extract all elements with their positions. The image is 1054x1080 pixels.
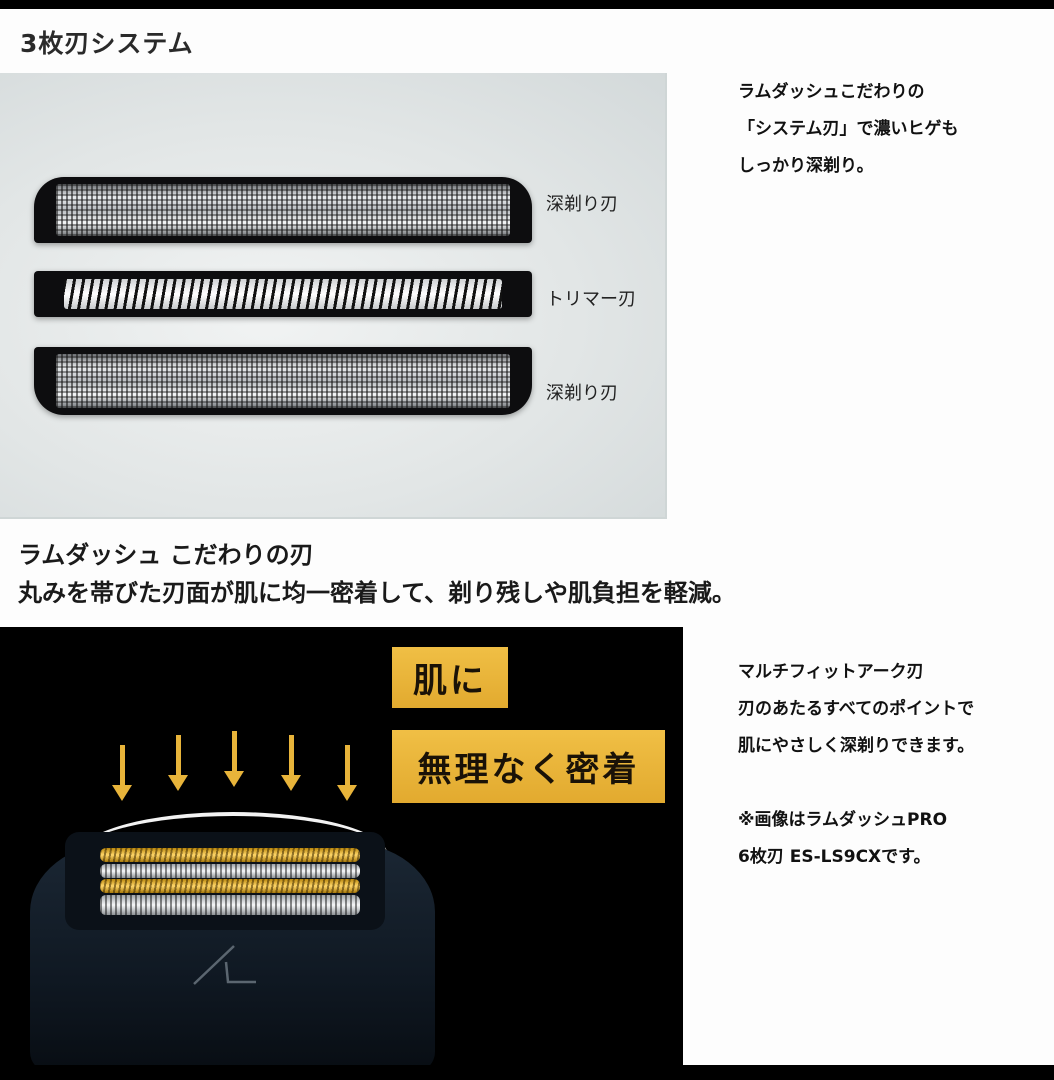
deep-shave-blade-top <box>34 177 532 243</box>
intro-line: しっかり深剃り。 <box>738 156 874 176</box>
image-note-line: ※画像はラムダッシュPRO <box>738 810 948 830</box>
blade-label-deep-bottom: 深剃り刃 <box>546 383 618 404</box>
lamdash-logo-icon <box>193 945 256 985</box>
feature-line: マルチフィットアーク刃 <box>738 662 924 682</box>
arrow-down-icon <box>337 745 357 801</box>
badge-skin: 肌に <box>392 647 508 708</box>
blade-foil-gold <box>100 879 360 893</box>
blade-label-trimmer: トリマー刃 <box>546 289 636 310</box>
heading-line-2: 丸みを帯びた刃面が肌に均一密着して、剃り残しや肌負担を軽減。 <box>18 579 736 607</box>
feature-line: 肌にやさしく深剃りできます。 <box>738 736 975 756</box>
badge-close-fit: 無理なく密着 <box>392 730 665 803</box>
section-title-3-blade-system: 3枚刃システム <box>20 29 194 58</box>
arrow-down-icon <box>224 731 244 787</box>
feature-line: 刃のあたるすべてのポイントで <box>738 699 975 719</box>
arrow-down-icon <box>281 735 301 791</box>
blade-foil-silver <box>100 864 360 878</box>
skin-contour-arc <box>78 812 388 856</box>
blade-label-deep-top: 深剃り刃 <box>546 194 618 215</box>
top-border <box>0 0 1054 9</box>
trimmer-blade <box>34 271 532 317</box>
shaver-head-image: 肌に 無理なく密着 <box>0 627 683 1065</box>
blade-foil-gold <box>100 848 360 862</box>
bottom-border <box>0 1065 1054 1080</box>
arrow-down-icon <box>168 735 188 791</box>
arrow-down-icon <box>112 745 132 801</box>
blade-system-image: 深剃り刃 トリマー刃 深剃り刃 <box>0 73 667 519</box>
foil-mesh <box>56 354 510 408</box>
system-blade-description: ラムダッシュこだわりの 「システム刃」で濃いヒゲも しっかり深剃り。 <box>738 74 959 185</box>
intro-line: ラムダッシュこだわりの <box>738 82 925 102</box>
blade-foil-silver <box>100 895 360 915</box>
intro-line: 「システム刃」で濃いヒゲも <box>738 119 959 139</box>
trimmer-mesh <box>64 279 502 309</box>
heading-line-1: ラムダッシュ こだわりの刃 <box>18 541 314 569</box>
foil-mesh <box>56 184 510 236</box>
deep-shave-blade-bottom <box>34 347 532 415</box>
blade-feature-heading: ラムダッシュ こだわりの刃 丸みを帯びた刃面が肌に均一密着して、剃り残しや肌負担… <box>18 536 736 612</box>
multifit-arc-description: マルチフィットアーク刃 刃のあたるすべてのポイントで 肌にやさしく深剃りできます… <box>738 654 974 876</box>
image-note-line: 6枚刃 ES-LS9CXです。 <box>738 847 931 867</box>
